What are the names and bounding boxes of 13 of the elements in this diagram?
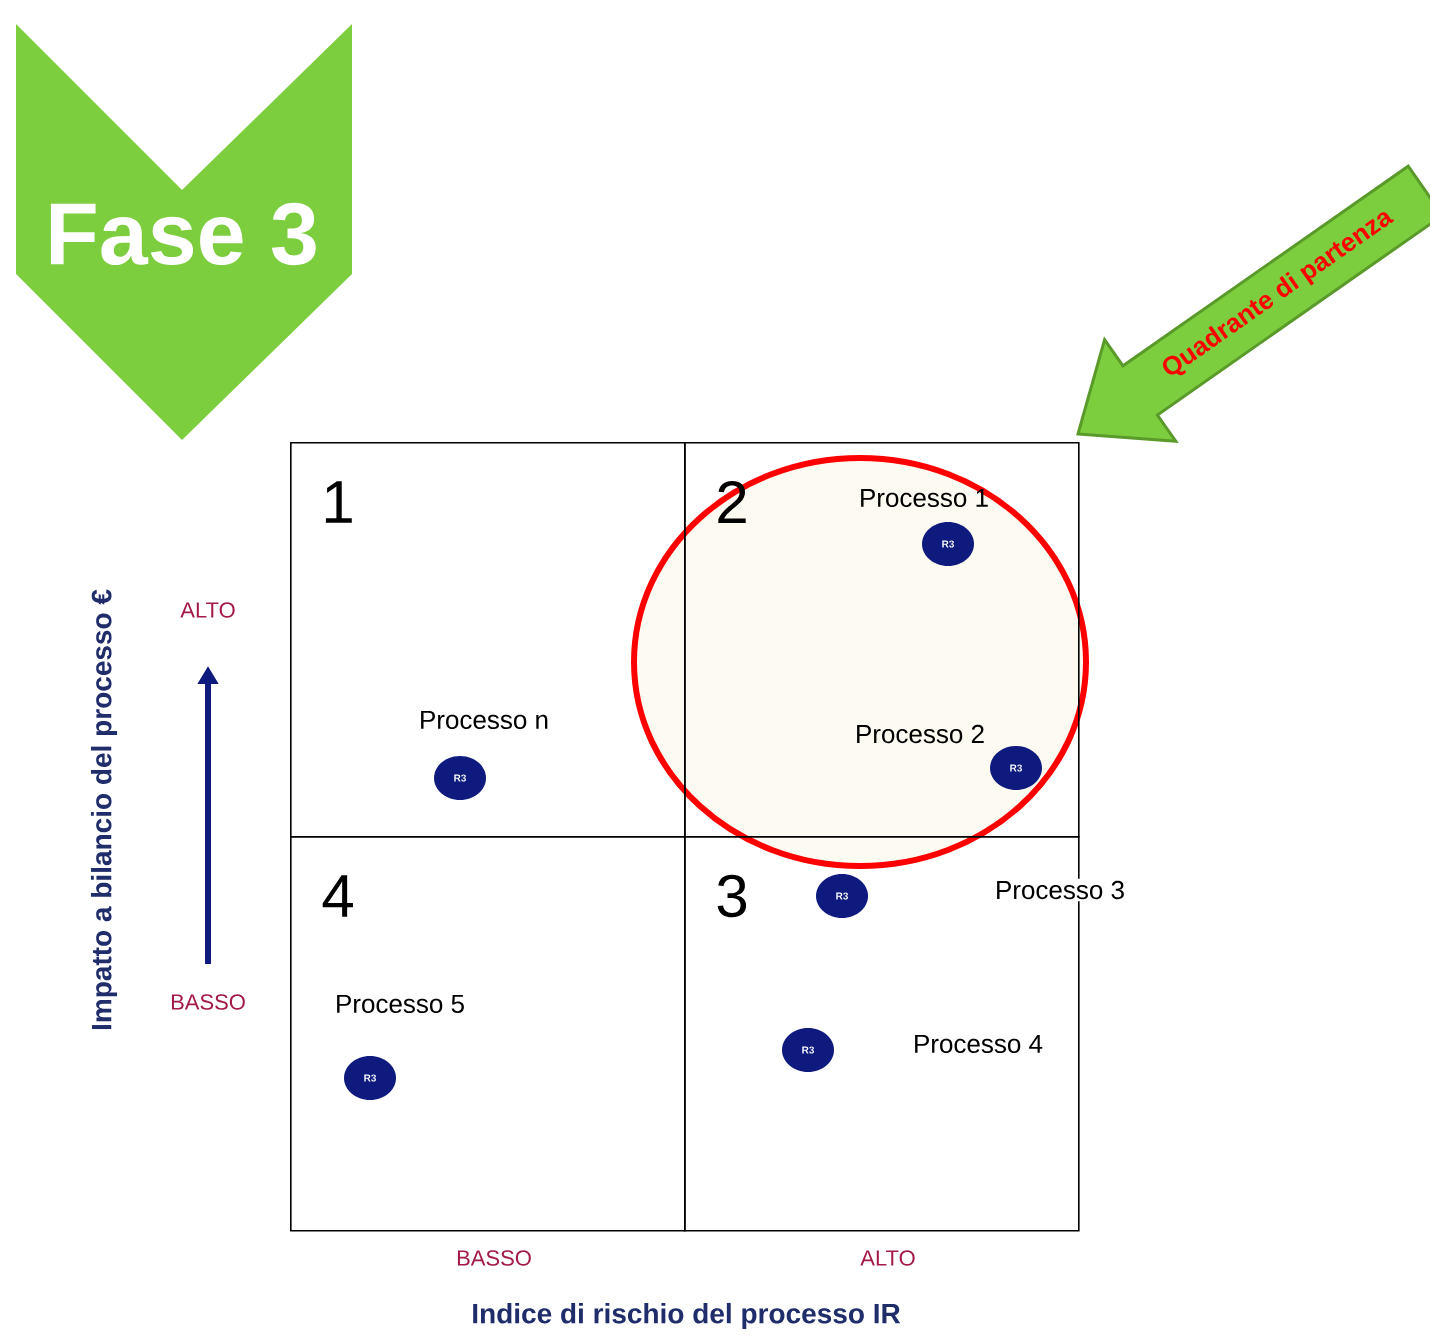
axis-level-label: BASSO: [454, 1248, 534, 1268]
axis-level-label: ALTO: [178, 600, 238, 620]
process-label: Processo 2: [857, 724, 984, 744]
process-label: Processo 5: [337, 994, 464, 1014]
process-label: Processo 3: [993, 878, 1128, 902]
process-label: Processo 1: [861, 488, 988, 508]
axis-level-label: ALTO: [858, 1248, 918, 1268]
y-axis-title: Impatto a bilancio del processo €: [88, 587, 120, 1033]
axis-level-label: BASSO: [168, 992, 248, 1012]
highlight-ellipse: [631, 455, 1089, 869]
process-label: Processo 4: [915, 1034, 1043, 1054]
process-label: Processo n: [421, 710, 548, 730]
x-axis-title: Indice di rischio del processo IR: [469, 1300, 903, 1332]
